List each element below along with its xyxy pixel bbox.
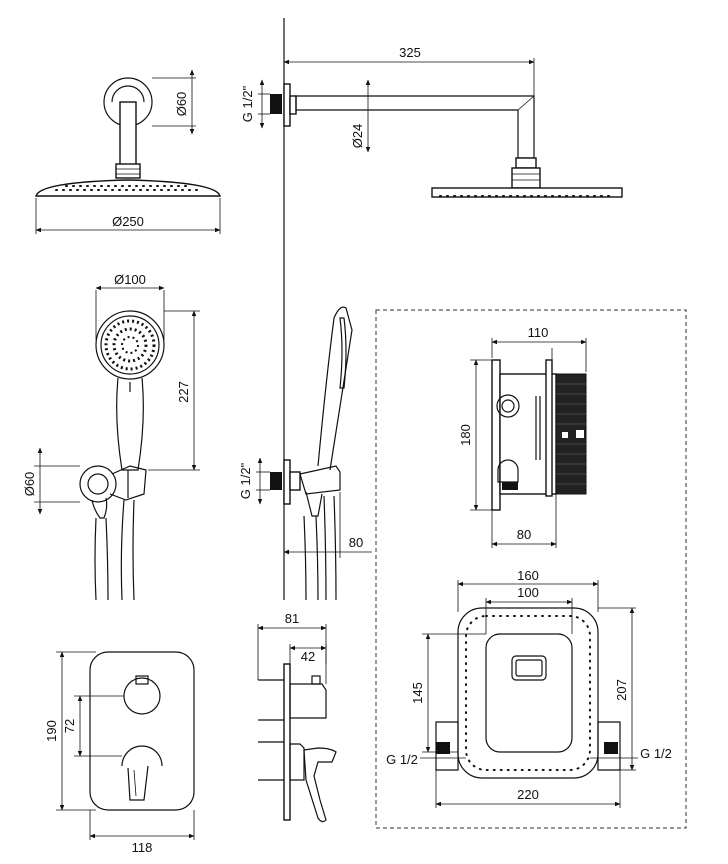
hand-shower-side-view: G 1/2" 80 xyxy=(238,306,372,601)
dim-holder-diameter: Ø60 xyxy=(22,472,37,497)
dim-top-head-diameter: Ø250 xyxy=(112,214,144,229)
dim-side-depth-total: 81 xyxy=(285,611,299,626)
dim-frame-thread-right: G 1/2 xyxy=(640,746,672,761)
dim-box-height: 180 xyxy=(458,424,473,446)
concealed-frame-front-view: 160 100 145 207 G 1/2 G 1/2 220 xyxy=(386,568,672,808)
mixer-plate-front-view: 190 72 118 xyxy=(44,651,195,855)
dim-frame-height: 207 xyxy=(614,679,629,701)
concealed-box-side-view: 110 180 80 xyxy=(458,325,587,548)
dim-plate-width: 118 xyxy=(132,840,153,855)
dim-hand-head-diameter: Ø100 xyxy=(114,272,146,287)
dim-top-head-height: Ø60 xyxy=(174,92,189,117)
dim-holder-depth: 80 xyxy=(349,535,363,550)
dim-arm-thread: G 1/2" xyxy=(240,85,255,122)
shower-arm-side-view: 325 G 1/2" Ø24 xyxy=(240,45,623,198)
dim-holder-thread: G 1/2" xyxy=(238,462,253,499)
mixer-side-view: 81 42 xyxy=(257,611,337,823)
dim-plate-knob-offset: 72 xyxy=(62,719,77,733)
dim-plate-height: 190 xyxy=(44,720,59,742)
dim-frame-thread-left: G 1/2 xyxy=(386,752,418,767)
overhead-shower-front-view: Ø60 Ø250 xyxy=(35,69,221,234)
dim-frame-inner-height: 145 xyxy=(410,682,425,704)
hand-shower-front-view: Ø100 227 Ø60 xyxy=(22,272,200,601)
dim-box-width: 110 xyxy=(528,325,549,340)
dim-box-depth: 80 xyxy=(517,527,531,542)
dim-arm-length: 325 xyxy=(399,45,421,60)
dim-frame-total-width: 220 xyxy=(517,787,539,802)
dim-hand-length: 227 xyxy=(176,381,191,403)
dim-frame-width: 160 xyxy=(517,568,539,583)
concealed-body-frame-border xyxy=(375,309,687,829)
dim-frame-inner-width: 100 xyxy=(517,585,539,600)
dim-arm-diameter: Ø24 xyxy=(350,124,365,149)
dim-side-depth-knob: 42 xyxy=(301,649,315,664)
